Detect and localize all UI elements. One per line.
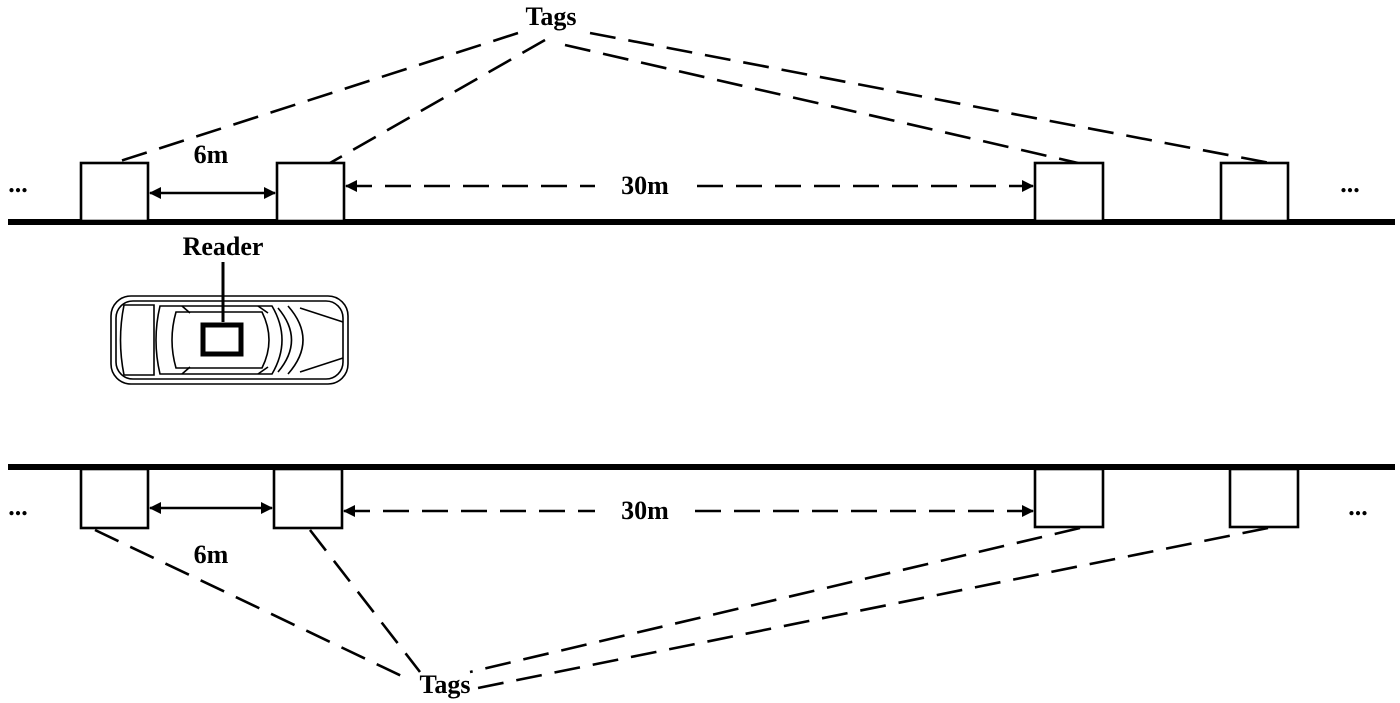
bottom-6m-label: 6m (194, 540, 229, 569)
top-30m-label: 30m (621, 171, 669, 200)
top-ellipsis-right: ... (1340, 169, 1360, 198)
top-tag-4 (1219, 161, 1290, 223)
bottom-tag-1 (79, 467, 150, 530)
bottom-ellipsis-left: ... (8, 492, 28, 521)
bottom-tags-label: Tags (419, 670, 470, 699)
bottom-30m-label: 30m (621, 496, 669, 525)
top-6m-label: 6m (194, 140, 229, 169)
bottom-tag-2 (272, 467, 344, 530)
top-tag-connector-lines (113, 31, 1271, 165)
top-tag-1 (79, 161, 150, 223)
bottom-tag-4 (1228, 467, 1300, 529)
reader-device-icon (200, 322, 244, 357)
top-tag-3 (1033, 161, 1105, 223)
top-tag-2 (275, 161, 346, 223)
reader-label: Reader (183, 232, 264, 261)
top-tags-label: Tags (525, 2, 576, 31)
vehicle-icon (110, 295, 349, 385)
top-ellipsis-left: ... (8, 169, 28, 198)
bottom-tag-3 (1033, 467, 1105, 529)
bottom-tag-connector-lines (94, 526, 1269, 690)
bottom-ellipsis-right: ... (1348, 492, 1368, 521)
